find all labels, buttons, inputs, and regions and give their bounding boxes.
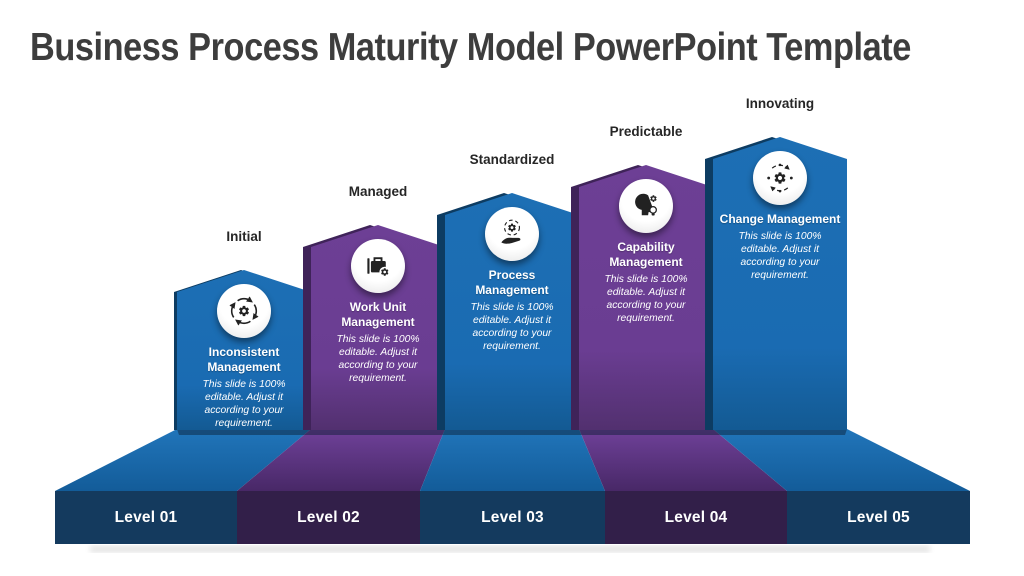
ground-shadow xyxy=(90,546,930,552)
stage-icon-badge xyxy=(217,284,271,338)
stage-column-2: Managed Work Unit Management This slide … xyxy=(303,184,445,430)
column-base-shadow xyxy=(177,429,847,435)
maturity-label-2: Managed xyxy=(348,184,408,199)
briefcase-gear-icon xyxy=(367,257,391,278)
stage-title-4: Capability Management xyxy=(609,240,683,269)
stage-description-2: This slide is 100% editable. Adjust it a… xyxy=(336,334,420,384)
maturity-label-4: Predictable xyxy=(609,124,683,139)
stage-title-2: Work Unit Management xyxy=(341,300,415,329)
stage-column-1: Initial Inconsistent Management This sli… xyxy=(174,229,311,430)
level-label-2: Level 02 xyxy=(297,509,360,526)
maturity-label-1: Initial xyxy=(226,229,262,244)
stage-description-3: This slide is 100% editable. Adjust it a… xyxy=(470,302,554,352)
maturity-label-5: Innovating xyxy=(745,96,815,111)
level-label-3: Level 03 xyxy=(481,509,544,526)
level-label-5: Level 05 xyxy=(847,509,910,526)
platform-ramp-level-3 xyxy=(420,429,605,491)
stage-icon-badge xyxy=(619,179,673,233)
platform-ramp-level-2 xyxy=(237,429,445,491)
level-label-1: Level 01 xyxy=(114,509,178,526)
level-bar-5 xyxy=(787,491,970,544)
platform-ramp-level-5 xyxy=(713,429,970,491)
hand-gear-icon xyxy=(501,219,521,244)
level-bar-4 xyxy=(605,491,787,544)
maturity-label-3: Standardized xyxy=(469,152,555,167)
stage-title-3: Process Management xyxy=(475,268,549,297)
level-label-4: Level 04 xyxy=(664,509,728,526)
stage-column-3: Standardized Process Management This sli… xyxy=(437,152,579,430)
head-gear-bulb-icon xyxy=(635,193,657,216)
stage-icon-badge xyxy=(351,239,405,293)
stage-icon-badge xyxy=(753,151,807,205)
stage-description-5: This slide is 100% editable. Adjust it a… xyxy=(738,231,822,281)
gear-sync-icon xyxy=(229,296,259,326)
stage-column-5: Innovating Change Management This slide … xyxy=(705,96,847,430)
platform-ramp-level-1 xyxy=(55,429,311,491)
level-bar-2 xyxy=(237,491,420,544)
page-title: Business Process Maturity Model PowerPoi… xyxy=(30,26,911,69)
stage-column-4: Predictable Capability Management This s… xyxy=(571,124,713,430)
gear-network-icon xyxy=(767,163,793,193)
platform-ramp-level-4 xyxy=(579,429,787,491)
stage-title-1: Inconsistent Management xyxy=(207,345,281,374)
level-bar-3 xyxy=(420,491,605,544)
stage-title-5: Change Management xyxy=(719,212,841,226)
stage-description-1: This slide is 100% editable. Adjust it a… xyxy=(202,379,286,429)
stage-description-4: This slide is 100% editable. Adjust it a… xyxy=(604,274,688,324)
stage-icon-badge xyxy=(485,207,539,261)
level-bar-1 xyxy=(55,491,237,544)
